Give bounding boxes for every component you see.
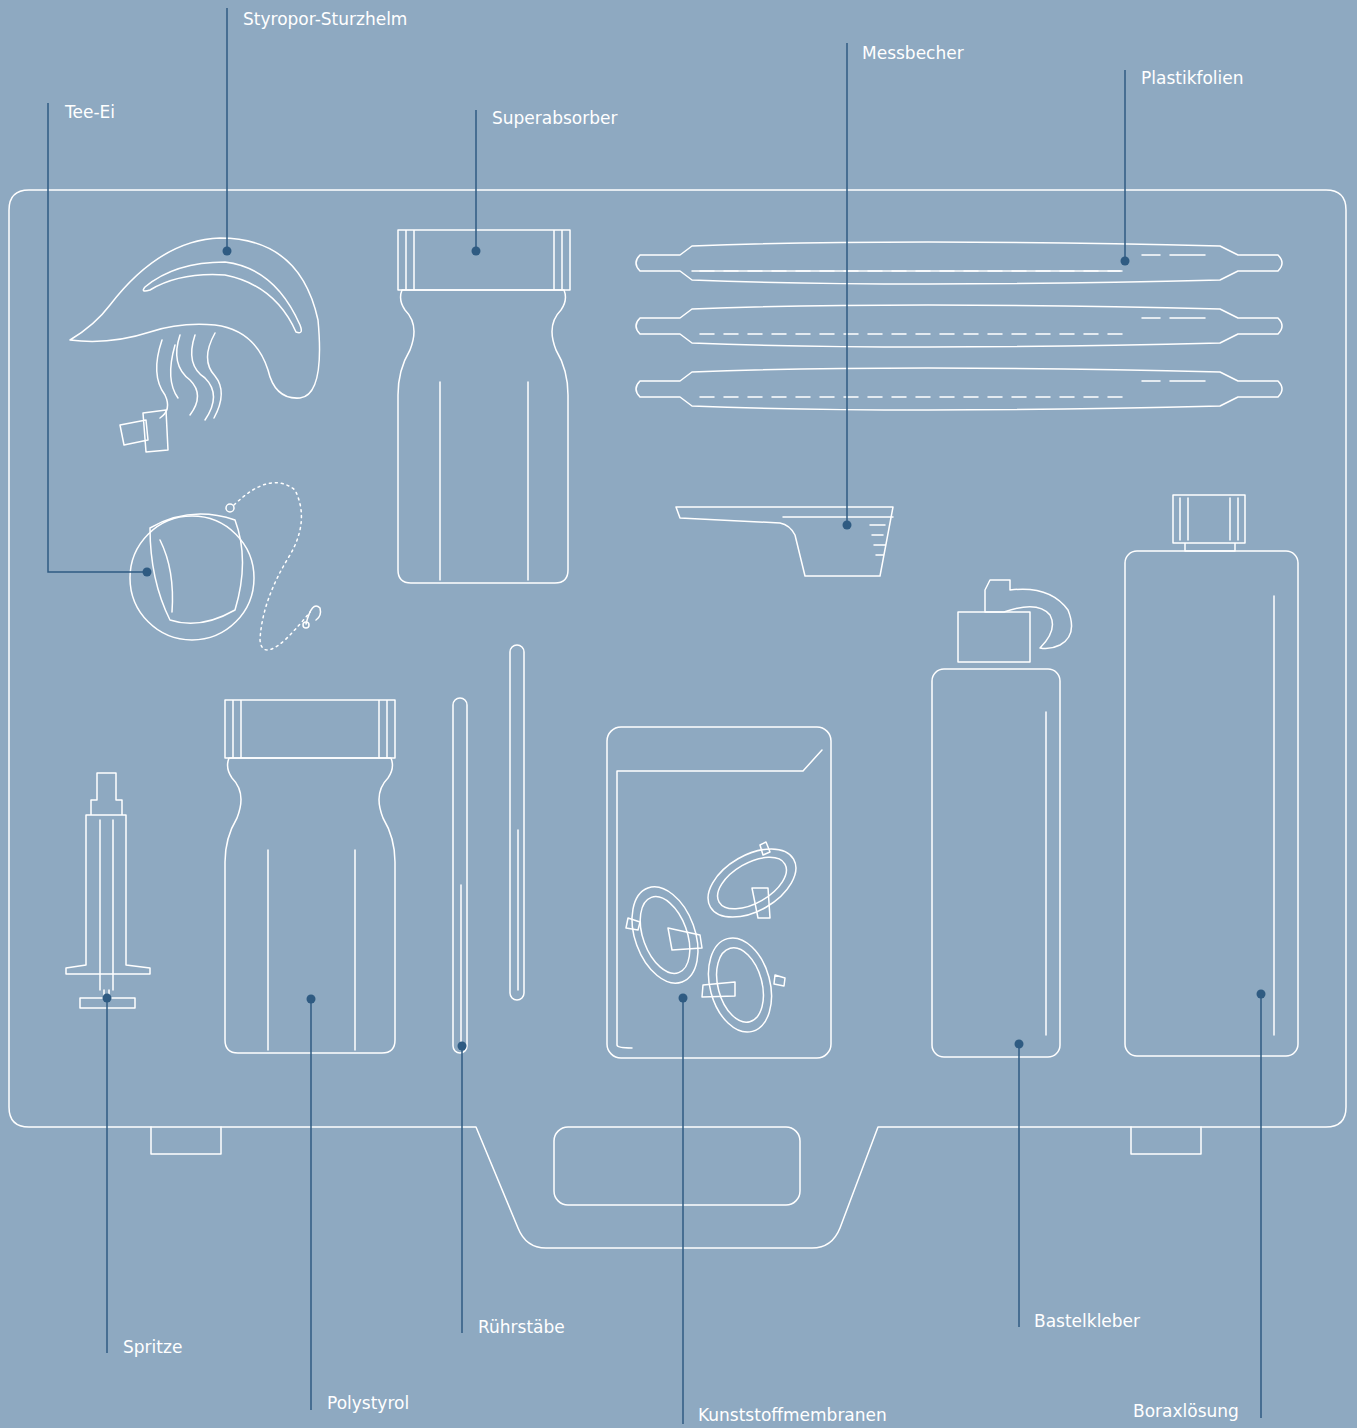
syringe [66,773,150,1008]
filter-discs [620,835,808,1039]
bottle-highlight [1273,596,1275,1035]
jar-cap [225,700,395,758]
borax-cap [1173,495,1245,551]
borax-bottle [1125,551,1298,1056]
part-label: Rührstäbe [478,1317,565,1337]
tea-egg-seam [160,540,173,612]
jar-body [225,758,395,1053]
bag-seal [617,750,822,1048]
part-label: Polystyrol [327,1393,409,1413]
helmet-straps [157,333,222,420]
part-label: Tee-Ei [65,102,115,122]
tea-egg-lid [150,514,243,623]
case-outline [9,190,1346,1248]
part-label: Plastikfolien [1141,68,1244,88]
tea-egg-hook-end [303,622,309,628]
tea-egg-chain [234,483,310,650]
part-label: Boraxlösung [1133,1401,1239,1421]
part-label: Messbecher [862,43,964,63]
leader-lines [48,8,1261,1424]
tea-egg-ring [226,504,234,512]
glue-bottle [932,669,1060,1057]
rod-highlight [517,830,519,990]
part-label: Spritze [123,1337,182,1357]
leader-dots [103,247,1266,1051]
helmet-vent [143,262,301,333]
part-label: Bastelkleber [1034,1311,1140,1331]
membrane-bag [607,727,831,1058]
case-handle [554,1127,800,1205]
part-label: Kunststoffmembranen [698,1405,887,1425]
foil-rolls [636,242,1282,410]
rod-highlight [460,885,462,1045]
jar-cap [398,230,570,290]
stirring-rod [453,698,467,1053]
tea-egg [130,516,254,640]
case-feet [151,1127,1201,1154]
part-label: Superabsorber [492,108,618,128]
part-label: Styropor-Sturzhelm [243,9,407,29]
bottle-highlight [1045,712,1047,1035]
helmet [70,238,320,398]
tea-egg-hook [306,606,321,624]
helmet-buckle [120,410,168,452]
jar-body [398,290,568,583]
glue-cap [958,612,1030,662]
jar-edges [440,382,528,580]
measuring-cup [676,507,893,576]
stirring-rod [510,645,524,1000]
glue-nozzle [985,580,1072,649]
